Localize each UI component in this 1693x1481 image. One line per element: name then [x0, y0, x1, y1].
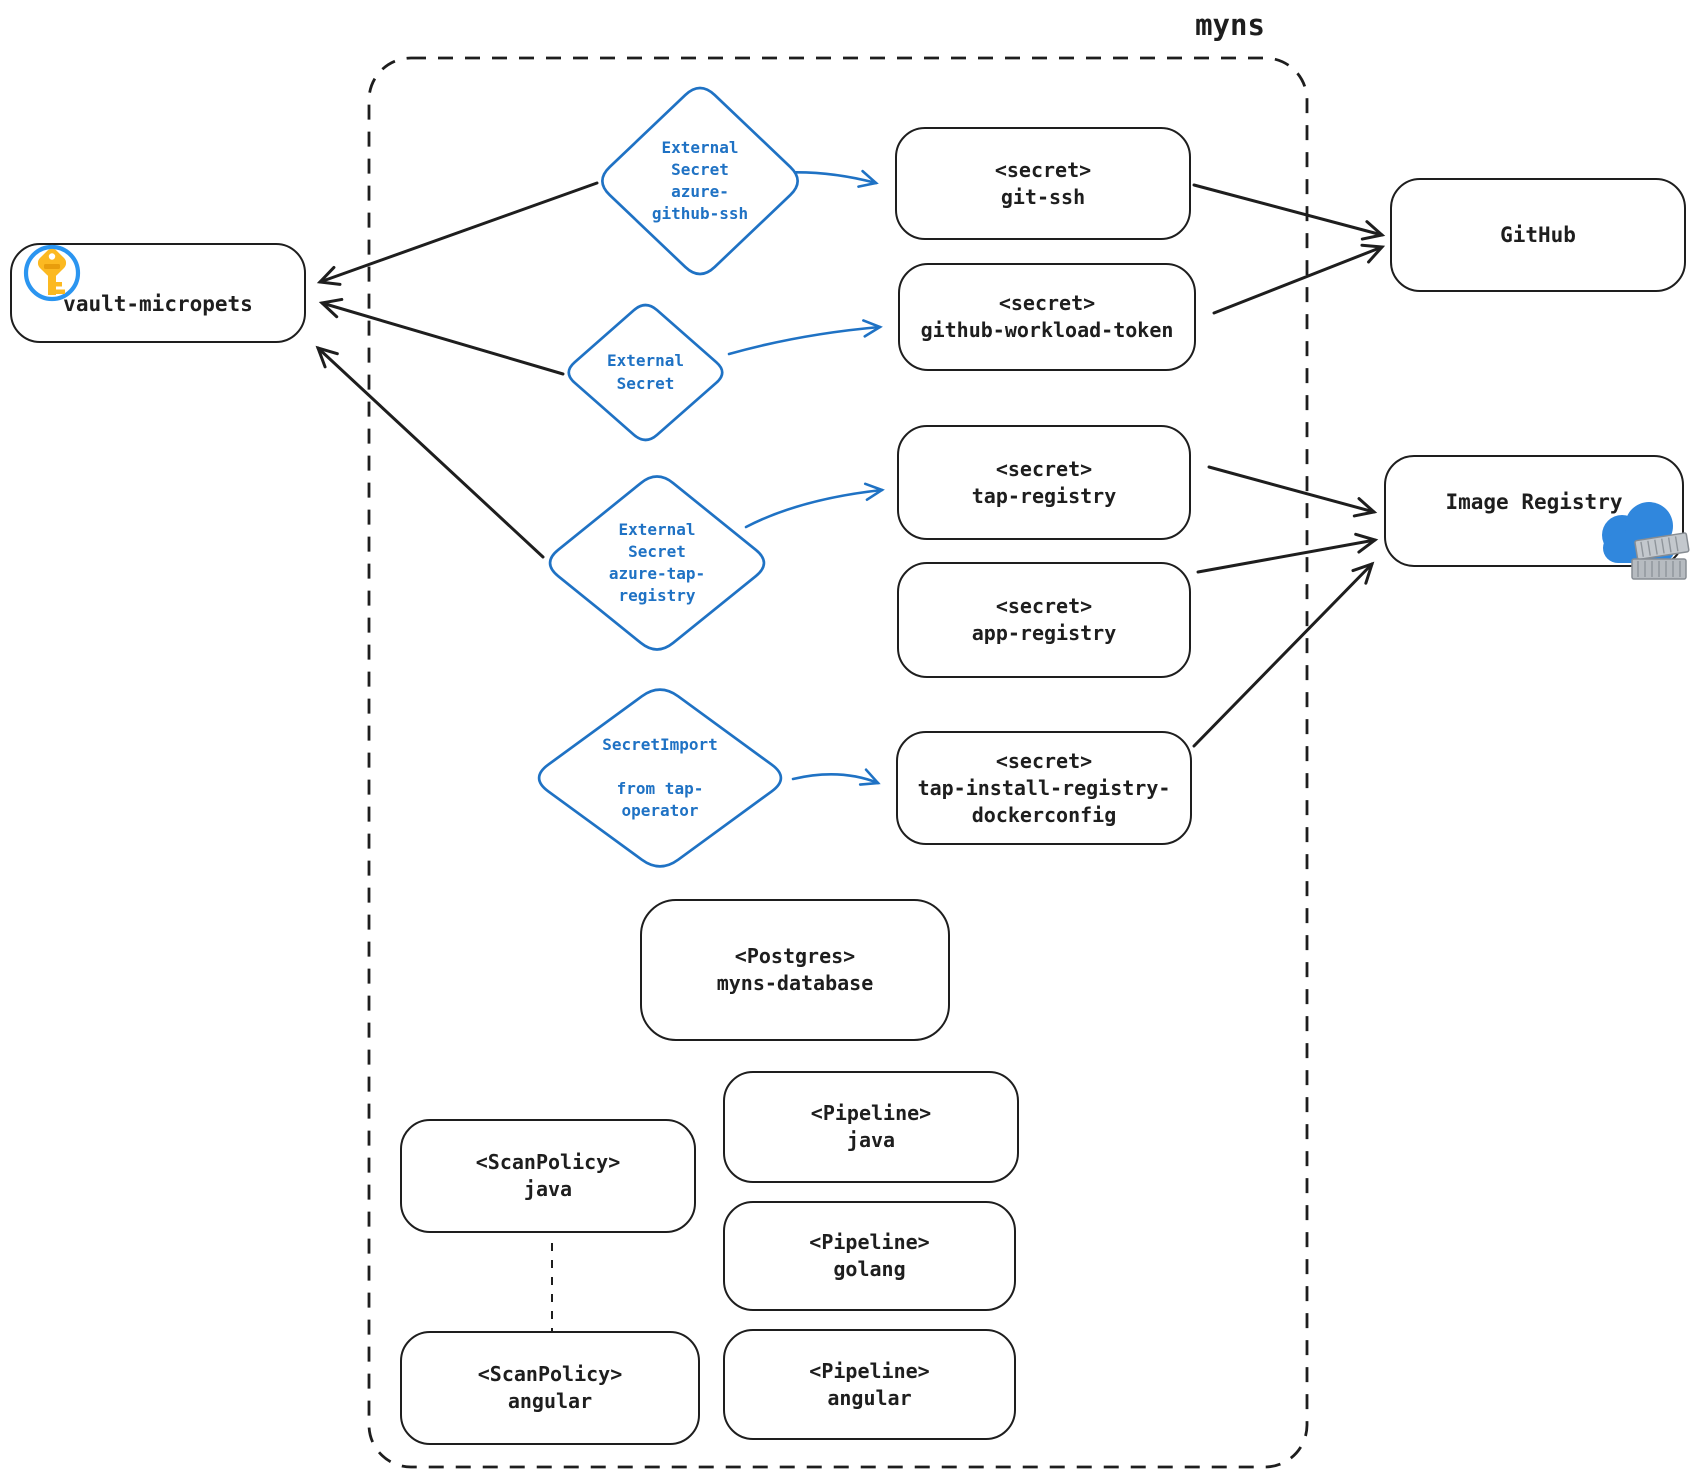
diamond-label: External Secret azure- github-ssh	[651, 137, 749, 224]
edge-es-to-vault	[318, 297, 565, 376]
edge-secret-import-to-dockerconfig	[791, 768, 881, 786]
edge-es-github-ssh-to-vault	[316, 181, 599, 286]
vault-node: vault-micropets	[10, 243, 306, 343]
secret-github-workload-token-node: <secret> github-workload-token	[898, 263, 1196, 371]
image-registry-node: Image Registry	[1384, 455, 1690, 580]
secret-tap-install-registry-dockerconfig-node: <secret> tap-install-registry-dockerconf…	[896, 731, 1192, 845]
diamond-label: External Secret	[606, 351, 685, 393]
edge-dockerconfig-to-image-registry	[1192, 561, 1375, 748]
cloud-containers-icon	[1592, 499, 1692, 585]
edge-app-registry-to-image-registry	[1196, 532, 1379, 574]
namespace-label: myns	[1195, 8, 1265, 42]
scanpolicy-java-node: <ScanPolicy> java	[400, 1119, 696, 1233]
key-icon	[22, 243, 82, 305]
edge-es-tap-registry-to-tap-registry	[744, 482, 885, 529]
diamond-shape	[595, 81, 805, 281]
edge-es-to-workload-token	[727, 319, 883, 356]
external-secret-azure-tap-registry-diamond: External Secret azure-tap- registry	[542, 470, 772, 656]
pipeline-angular-node: <Pipeline> angular	[723, 1329, 1016, 1440]
github-node: GitHub	[1390, 178, 1686, 292]
namespace-boundary	[367, 56, 1309, 1469]
diamond-label: External Secret azure-tap- registry	[608, 519, 706, 606]
postgres-node: <Postgres> myns-database	[640, 899, 950, 1041]
diamond-shape	[542, 470, 772, 656]
edge-git-ssh-to-github	[1192, 183, 1386, 241]
secret-git-ssh-node: <secret> git-ssh	[895, 127, 1191, 240]
scanpolicy-angular-node: <ScanPolicy> angular	[400, 1331, 700, 1445]
pipeline-golang-node: <Pipeline> golang	[723, 1201, 1016, 1311]
diamond-label: SecretImport from tap- operator	[602, 734, 718, 821]
edge-workload-token-to-github	[1212, 243, 1386, 315]
external-secret-azure-github-ssh-diamond: External Secret azure- github-ssh	[595, 81, 805, 281]
secret-import-diamond: SecretImport from tap- operator	[530, 683, 790, 873]
diamond-shape	[563, 300, 728, 445]
vault-label: vault-micropets	[63, 291, 253, 316]
edge-tap-registry-to-image-registry	[1207, 465, 1378, 518]
diamond-shape	[530, 683, 790, 873]
secret-app-registry-node: <secret> app-registry	[897, 562, 1191, 678]
edge-es-tap-registry-to-vault	[315, 345, 545, 559]
pipeline-java-node: <Pipeline> java	[723, 1071, 1019, 1183]
external-secret-diamond: External Secret	[563, 300, 728, 445]
secret-tap-registry-node: <secret> tap-registry	[897, 425, 1191, 540]
